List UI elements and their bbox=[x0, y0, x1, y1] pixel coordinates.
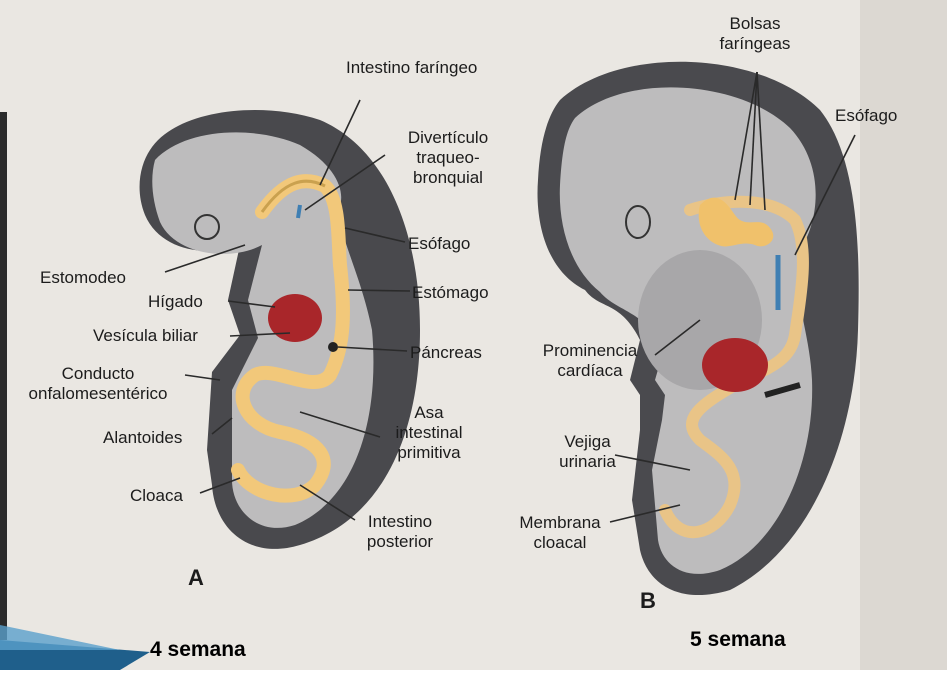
label-prominencia-cardiaca: Prominencia cardíaca bbox=[528, 341, 652, 381]
label-intestino-faringeo: Intestino faríngeo bbox=[346, 58, 456, 78]
embryo-a-pancreas bbox=[328, 342, 338, 352]
label-intestino-posterior: Intestino posterior bbox=[350, 512, 450, 552]
label-conducto: Conducto onfalomesentérico bbox=[8, 364, 188, 404]
label-esofago-a: Esófago bbox=[408, 234, 470, 254]
leader-estomago bbox=[348, 290, 410, 291]
label-estomodeo: Estomodeo bbox=[40, 268, 126, 288]
right-shadow bbox=[860, 0, 947, 670]
slide-frame-left bbox=[0, 112, 7, 640]
label-esofago-b: Esófago bbox=[835, 106, 897, 126]
label-pancreas: Páncreas bbox=[410, 343, 482, 363]
caption-5-semana: 5 semana bbox=[690, 628, 786, 652]
label-asa: Asa intestinal primitiva bbox=[384, 403, 474, 463]
label-estomago: Estómago bbox=[412, 283, 489, 303]
label-bolsas-faringeas: Bolsas faríngeas bbox=[700, 14, 810, 54]
embryo-b-liver bbox=[702, 338, 768, 392]
panel-letter-a: A bbox=[188, 565, 204, 591]
label-membrana-cloacal: Membrana cloacal bbox=[505, 513, 615, 553]
panel-letter-b: B bbox=[640, 588, 656, 614]
label-vesicula: Vesícula biliar bbox=[93, 326, 198, 346]
embryo-a-liver bbox=[268, 294, 322, 342]
label-higado: Hígado bbox=[148, 292, 203, 312]
caption-4-semana: 4 semana bbox=[150, 638, 246, 662]
label-alantoides: Alantoides bbox=[103, 428, 182, 448]
embryo-a-trachea-bud bbox=[298, 205, 300, 218]
label-vejiga-urinaria: Vejiga urinaria bbox=[550, 432, 625, 472]
label-cloaca: Cloaca bbox=[130, 486, 183, 506]
label-diverticulo: Divertículo traqueo- bronquial bbox=[383, 128, 513, 188]
